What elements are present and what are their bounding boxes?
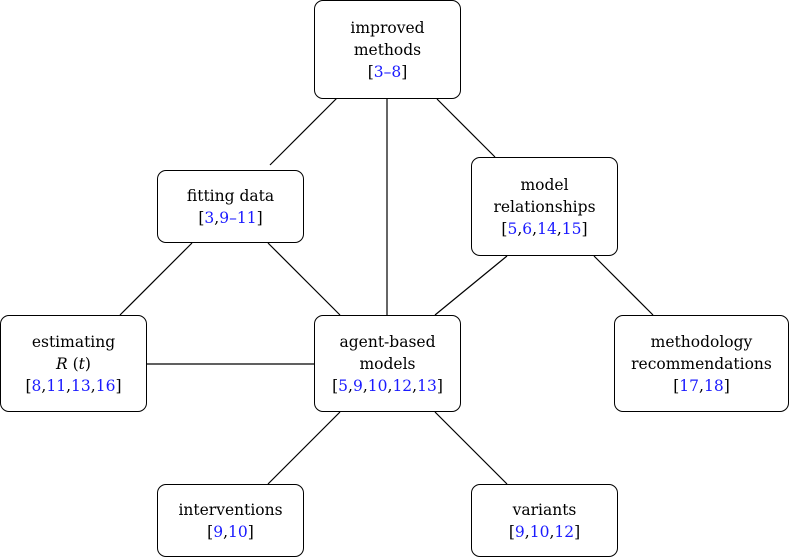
reference-link[interactable]: 9 xyxy=(352,376,363,395)
reference-link[interactable]: 6 xyxy=(522,219,533,238)
reference-link[interactable]: 14 xyxy=(537,219,557,238)
node-label-line: fitting data xyxy=(186,186,275,205)
reference-link[interactable]: 5 xyxy=(507,219,518,238)
node-references: [9,10,12] xyxy=(508,522,581,541)
reference-link[interactable]: 10 xyxy=(228,522,248,541)
node-fitting-data: fitting data [3,9–11] xyxy=(157,170,304,243)
node-label-line: agent-based xyxy=(339,332,436,351)
reference-link[interactable]: 9 xyxy=(514,522,525,541)
math-argument: t xyxy=(78,354,85,373)
node-label-line: relationships xyxy=(493,197,596,216)
reference-link[interactable]: 16 xyxy=(95,376,116,395)
node-references: [8,11,13,16] xyxy=(25,376,122,395)
reference-link[interactable]: 5 xyxy=(338,376,349,395)
reference-link[interactable]: 13 xyxy=(71,376,91,395)
reference-link[interactable]: 3 xyxy=(204,208,215,227)
edge-fitting-data-to-estimating-rt xyxy=(119,242,193,316)
reference-link[interactable]: 3–8 xyxy=(373,62,402,81)
node-references: [3,9–11] xyxy=(198,208,263,227)
edge-fitting-data-to-agent-based-models xyxy=(267,242,341,316)
node-references: [17,18] xyxy=(673,376,730,395)
reference-link[interactable]: 8 xyxy=(31,376,42,395)
reference-link[interactable]: 15 xyxy=(561,219,582,238)
node-label-line: interventions xyxy=(178,500,283,519)
reference-link[interactable]: 13 xyxy=(417,376,437,395)
node-references: [9,10] xyxy=(207,522,254,541)
edge-model-relationships-to-methodology-recommendations xyxy=(593,255,654,316)
node-label-line: improved xyxy=(350,18,425,37)
node-label-line: model xyxy=(520,175,569,194)
reference-link[interactable]: 10 xyxy=(529,522,550,541)
node-variants: variants [9,10,12] xyxy=(471,484,618,557)
node-label-line: methodology xyxy=(650,332,753,351)
reference-link[interactable]: 18 xyxy=(703,376,724,395)
node-label-line: estimating xyxy=(31,332,116,351)
node-math-expression: R (t) xyxy=(56,354,91,373)
node-estimating-rt: estimating R (t) [8,11,13,16] xyxy=(0,315,147,412)
reference-link[interactable]: 12 xyxy=(392,376,413,395)
edge-improved-methods-to-model-relationships xyxy=(436,98,496,158)
node-label-line: methods xyxy=(353,40,422,59)
reference-link[interactable]: 10 xyxy=(367,376,388,395)
reference-link[interactable]: 12 xyxy=(554,522,575,541)
node-model-relationships: model relationships [5,6,14,15] xyxy=(471,157,618,256)
edge-agent-based-models-to-interventions xyxy=(267,411,341,485)
reference-link[interactable]: 9 xyxy=(213,522,224,541)
node-agent-based-models: agent-based models [5,9,10,12,13] xyxy=(314,315,461,412)
node-interventions: interventions [9,10] xyxy=(157,484,304,557)
edge-improved-methods-to-fitting-data xyxy=(269,96,339,166)
edge-model-relationships-to-agent-based-models xyxy=(434,255,508,316)
node-references: [3–8] xyxy=(367,62,408,81)
reference-link[interactable]: 9–11 xyxy=(219,208,257,227)
reference-link[interactable]: 17 xyxy=(679,376,700,395)
node-methodology-recommendations: methodology recommendations [17,18] xyxy=(614,315,789,412)
reference-link[interactable]: 11 xyxy=(46,376,67,395)
node-label-line: recommendations xyxy=(631,354,772,373)
node-label-line: models xyxy=(359,354,416,373)
math-symbol: R xyxy=(56,354,68,373)
node-label-line: variants xyxy=(512,500,577,519)
node-references: [5,9,10,12,13] xyxy=(332,376,443,395)
node-improved-methods: improved methods [3–8] xyxy=(314,0,461,99)
edge-agent-based-models-to-variants xyxy=(434,411,508,485)
node-references: [5,6,14,15] xyxy=(501,219,588,238)
